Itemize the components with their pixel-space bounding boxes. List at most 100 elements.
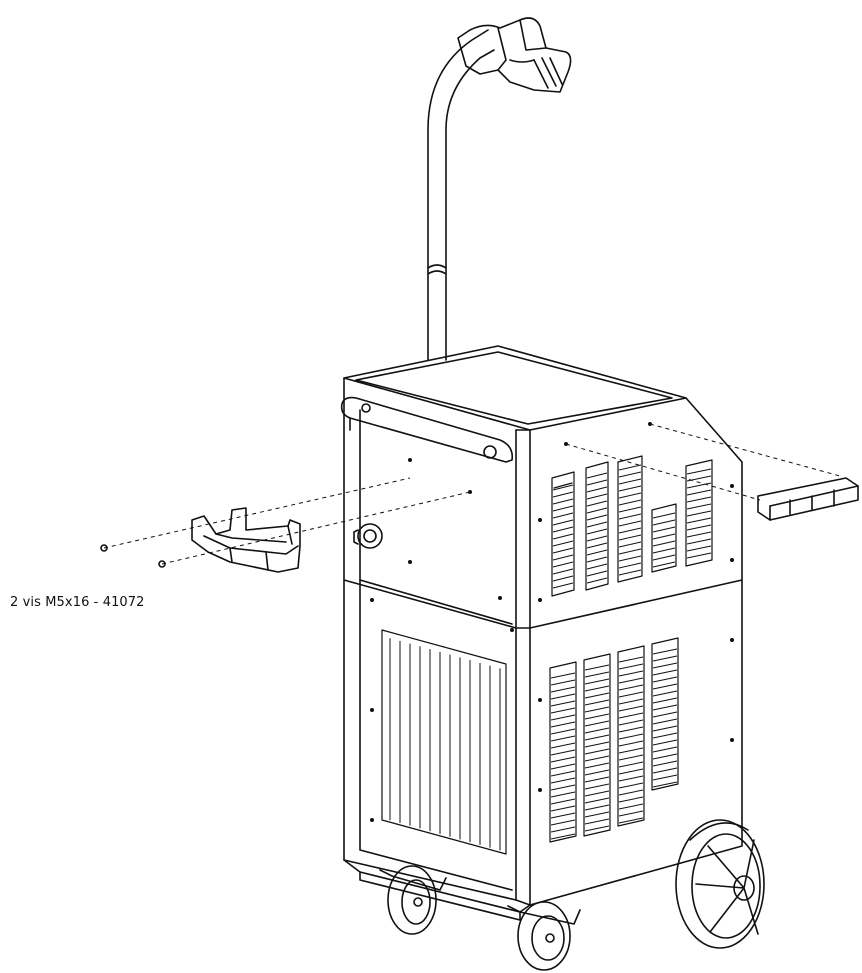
vent-slat	[552, 575, 574, 582]
vent-slat	[550, 833, 576, 840]
vent-slat	[618, 817, 644, 824]
vent-slat	[550, 721, 576, 728]
vent-slat	[584, 790, 610, 797]
vent-slat	[584, 706, 610, 713]
vent-slat	[550, 700, 576, 707]
vent-slat	[618, 478, 642, 485]
vent-slat	[618, 492, 642, 499]
vent-slat	[618, 747, 644, 754]
vent-slat	[686, 545, 712, 552]
vent-slat	[618, 506, 642, 513]
vent-slat	[686, 531, 712, 538]
vent-slat	[652, 526, 676, 533]
vent-slat	[550, 728, 576, 735]
vent-slat	[584, 692, 610, 699]
vent-slat	[586, 479, 608, 486]
vent-slat	[618, 796, 644, 803]
vent-slat	[652, 683, 678, 690]
vent-slat	[652, 554, 676, 561]
vent-slat	[550, 770, 576, 777]
vent-slat	[550, 714, 576, 721]
vent-slat	[652, 533, 676, 540]
vent-slat	[584, 671, 610, 678]
vent-slat	[552, 540, 574, 547]
vent-slat	[584, 762, 610, 769]
vent-slat	[652, 519, 676, 526]
vent-slat	[618, 719, 644, 726]
vent-slat	[686, 510, 712, 517]
torch-hanger-arm	[427, 17, 572, 361]
front-knob	[353, 523, 383, 549]
vent-slat	[618, 726, 644, 733]
vent-slat	[686, 482, 712, 489]
vent-slat	[652, 704, 678, 711]
vent-slat	[686, 489, 712, 496]
vent-slat	[550, 756, 576, 763]
vent-slat	[686, 503, 712, 510]
vent-slat	[618, 782, 644, 789]
vent-slat	[584, 783, 610, 790]
vent-slat	[586, 556, 608, 563]
vent-slat	[584, 797, 610, 804]
vent-slat	[686, 552, 712, 559]
vent-slat	[552, 519, 574, 526]
vent-slat	[618, 803, 644, 810]
vent-slat	[652, 774, 678, 781]
vent-slat	[652, 732, 678, 739]
vent-slat	[550, 826, 576, 833]
vent-slat	[618, 471, 642, 478]
vent-slat	[618, 569, 642, 576]
front-caster-left	[379, 865, 447, 935]
vent-slat	[586, 507, 608, 514]
vent-slat	[686, 468, 712, 475]
vent-slat	[550, 819, 576, 826]
vent-slat	[584, 699, 610, 706]
vent-slat	[550, 749, 576, 756]
vent-slat	[618, 691, 644, 698]
vent-slat	[552, 484, 574, 491]
vent-slat	[618, 464, 642, 471]
vent-slat	[584, 720, 610, 727]
vent-slat	[618, 733, 644, 740]
vent-slat	[552, 512, 574, 519]
upper-side-vents	[551, 455, 713, 597]
vent-slat	[618, 499, 642, 506]
vent-slat	[618, 548, 642, 555]
vent-slat	[618, 810, 644, 817]
screw-label: 2 vis M5x16 - 41072	[10, 595, 145, 610]
vent-slat	[652, 561, 676, 568]
vent-slat	[618, 768, 644, 775]
vent-slat	[584, 755, 610, 762]
vent-slat	[618, 534, 642, 541]
vent-slat	[584, 804, 610, 811]
vent-slat	[618, 555, 642, 562]
vent-slat	[552, 568, 574, 575]
vent-slat	[550, 763, 576, 770]
vent-slat	[550, 672, 576, 679]
assembly-guide-lines	[103, 423, 841, 565]
vent-slat	[552, 582, 574, 589]
vent-slat	[552, 498, 574, 505]
vent-slat	[552, 491, 574, 498]
vent-slat	[652, 648, 678, 655]
vent-slat	[652, 669, 678, 676]
vent-slat	[652, 697, 678, 704]
vent-slat	[586, 570, 608, 577]
panel-rivets	[370, 422, 734, 822]
rear-cable-bracket	[757, 477, 859, 521]
vent-slat	[586, 535, 608, 542]
vent-slat	[618, 698, 644, 705]
vent-slat	[586, 549, 608, 556]
vent-slat	[584, 776, 610, 783]
vent-slat	[584, 811, 610, 818]
vent-slat	[586, 528, 608, 535]
vent-slat	[618, 712, 644, 719]
vent-slat	[652, 690, 678, 697]
rear-wheel	[675, 819, 765, 949]
vent-slat	[586, 500, 608, 507]
vent-slat	[550, 777, 576, 784]
vent-slat	[652, 540, 676, 547]
vent-slat	[652, 767, 678, 774]
vent-slat	[618, 684, 644, 691]
vent-slat	[618, 761, 644, 768]
